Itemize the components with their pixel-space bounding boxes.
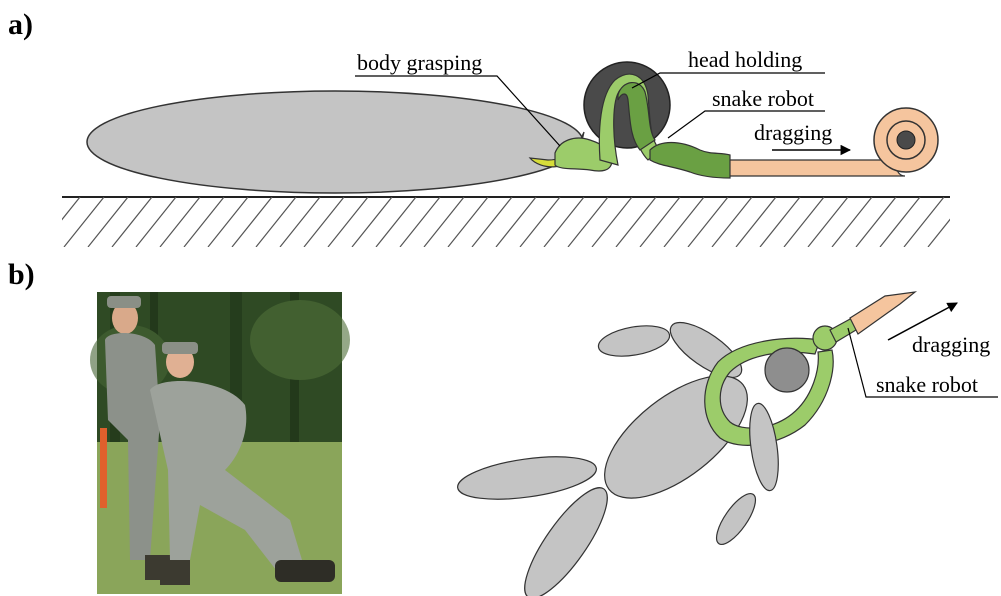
hatch-line — [616, 197, 656, 247]
label-body-grasping: body grasping — [357, 50, 482, 75]
label-head-holding: head holding — [688, 47, 802, 72]
hatch-line — [376, 197, 416, 247]
panel-a-scene: body grasping head holding snake robot d… — [40, 47, 1001, 247]
hatch-line — [88, 197, 128, 247]
victim-forearm-right — [710, 488, 762, 550]
hatch-line — [136, 197, 176, 247]
hatch-line — [976, 197, 1001, 247]
victim-arm-upper-left — [596, 321, 672, 361]
hatch-line — [328, 197, 368, 247]
hatch-line — [40, 197, 80, 247]
hatch-line — [736, 197, 776, 247]
hatch-line — [880, 197, 920, 247]
hatch-line — [712, 197, 752, 247]
snake-robot-a — [555, 74, 730, 178]
hatch-line — [856, 197, 896, 247]
hatch-line — [544, 197, 584, 247]
hatch-line — [256, 197, 296, 247]
hatch-line — [832, 197, 872, 247]
hatch-line — [520, 197, 560, 247]
label-dragging-a: dragging — [754, 120, 832, 145]
hatch-line — [808, 197, 848, 247]
hatch-line — [184, 197, 224, 247]
hatch-line — [304, 197, 344, 247]
victim-head-b — [765, 348, 809, 392]
rescue-photo — [90, 292, 350, 594]
hatch-line — [208, 197, 248, 247]
ground-hatching — [40, 197, 1001, 247]
hatch-line — [160, 197, 200, 247]
hatch-line — [928, 197, 968, 247]
victim-leg-left — [455, 449, 599, 506]
hatch-line — [952, 197, 992, 247]
photo-marker-pole — [100, 428, 107, 508]
victim-arm-lower-right — [745, 402, 783, 493]
hatch-line — [424, 197, 464, 247]
hatch-line — [472, 197, 512, 247]
tether-reel — [874, 108, 938, 172]
hatch-line — [112, 197, 152, 247]
hatch-line — [592, 197, 632, 247]
label-snake-robot-a: snake robot — [712, 86, 814, 111]
panel-b-scene: dragging snake robot — [455, 292, 998, 596]
hatch-line — [568, 197, 608, 247]
hatch-line — [688, 197, 728, 247]
tether-cable-b — [850, 292, 915, 334]
hatch-line — [400, 197, 440, 247]
hatch-line — [664, 197, 704, 247]
hatch-line — [448, 197, 488, 247]
hatch-line — [64, 197, 104, 247]
hatch-line — [496, 197, 536, 247]
hatch-line — [640, 197, 680, 247]
reel-hub — [897, 131, 915, 149]
hatch-line — [760, 197, 800, 247]
label-snake-robot-b: snake robot — [876, 372, 978, 397]
snake-segment-front — [650, 143, 730, 179]
hatch-line — [232, 197, 272, 247]
hatch-line — [784, 197, 824, 247]
hatch-line — [280, 197, 320, 247]
ground — [40, 197, 1001, 247]
hatch-line — [352, 197, 392, 247]
hatch-line — [904, 197, 944, 247]
label-dragging-b: dragging — [912, 332, 990, 357]
tether-cable — [728, 160, 905, 176]
victim-body — [87, 91, 583, 193]
